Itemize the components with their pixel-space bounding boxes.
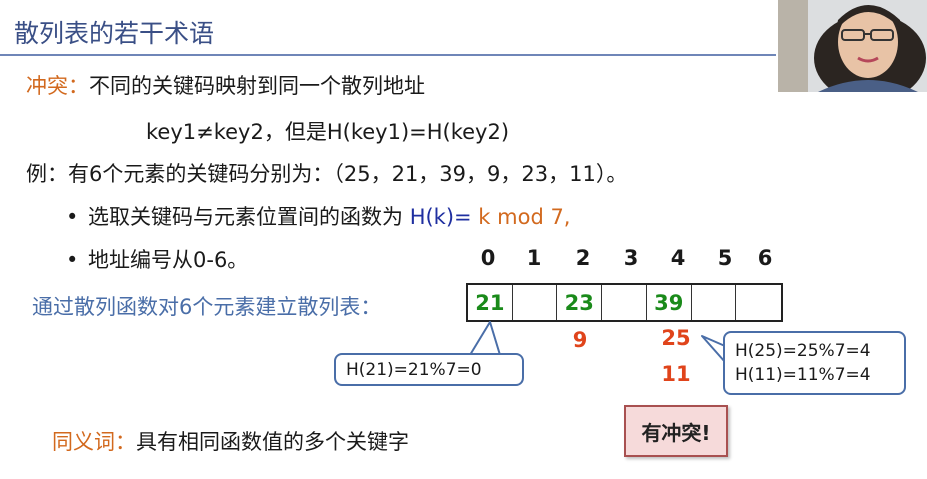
hash-table: 21 23 39 bbox=[466, 283, 783, 322]
keys-condition: key1≠key2，但是H(key1)=H(key2) bbox=[146, 120, 510, 144]
index-label: 2 bbox=[575, 246, 591, 270]
synonym-text: 具有相同函数值的多个关键字 bbox=[136, 430, 409, 454]
hash-cell bbox=[602, 285, 647, 320]
conflict-badge: 有冲突! bbox=[624, 405, 728, 457]
callout-line: H(11)=11%7=4 bbox=[735, 365, 871, 385]
presenter-avatar-icon bbox=[778, 0, 927, 92]
index-label: 3 bbox=[623, 246, 639, 270]
callout-line: H(25)=25%7=4 bbox=[735, 341, 871, 361]
callout-hash-25-11: H(25)=25%7=4 H(11)=11%7=4 bbox=[723, 331, 906, 395]
table-caption: 通过散列函数对6个元素建立散列表： bbox=[32, 295, 382, 319]
index-label: 4 bbox=[670, 246, 686, 270]
bullet1-text: 选取关键码与元素位置间的函数为 bbox=[88, 205, 410, 229]
collision-value: 25 bbox=[661, 326, 691, 350]
hash-function-label: H(k)= bbox=[409, 205, 472, 229]
index-label: 1 bbox=[526, 246, 542, 270]
bullet-dot-icon: • bbox=[66, 205, 79, 229]
hash-cell bbox=[513, 285, 558, 320]
synonym-definition: 同义词：具有相同函数值的多个关键字 bbox=[52, 426, 409, 456]
bullet-address-range: • 地址编号从0-6。 bbox=[66, 244, 248, 274]
hash-cell: 23 bbox=[557, 285, 603, 320]
index-label: 6 bbox=[757, 246, 773, 270]
mod-expression: k mod 7, bbox=[471, 205, 571, 229]
hash-cell: 21 bbox=[468, 285, 513, 320]
title-underline bbox=[0, 54, 776, 56]
collision-value: 9 bbox=[572, 328, 588, 352]
example-statement: 例：有6个元素的关键码分别为：（25，21，39，9，23，11）。 bbox=[26, 162, 628, 186]
index-label: 5 bbox=[717, 246, 733, 270]
conflict-term: 冲突： bbox=[26, 74, 89, 98]
synonym-term: 同义词： bbox=[52, 430, 136, 454]
bullet-dot-icon: • bbox=[66, 248, 79, 272]
callout-hash-21: H(21)=21%7=0 bbox=[334, 353, 524, 386]
conflict-definition: 冲突：不同的关键码映射到同一个散列地址 bbox=[26, 70, 425, 100]
hash-cell bbox=[692, 285, 737, 320]
presenter-video bbox=[778, 0, 927, 92]
hash-cell: 39 bbox=[647, 285, 692, 320]
bullet-hash-function: • 选取关键码与元素位置间的函数为 H(k)= k mod 7, bbox=[66, 201, 570, 231]
collision-value: 11 bbox=[661, 362, 691, 386]
index-label: 0 bbox=[480, 246, 496, 270]
slide-title: 散列表的若干术语 bbox=[14, 19, 215, 48]
conflict-text: 不同的关键码映射到同一个散列地址 bbox=[89, 74, 425, 98]
bullet2-text: 地址编号从0-6。 bbox=[88, 248, 249, 272]
